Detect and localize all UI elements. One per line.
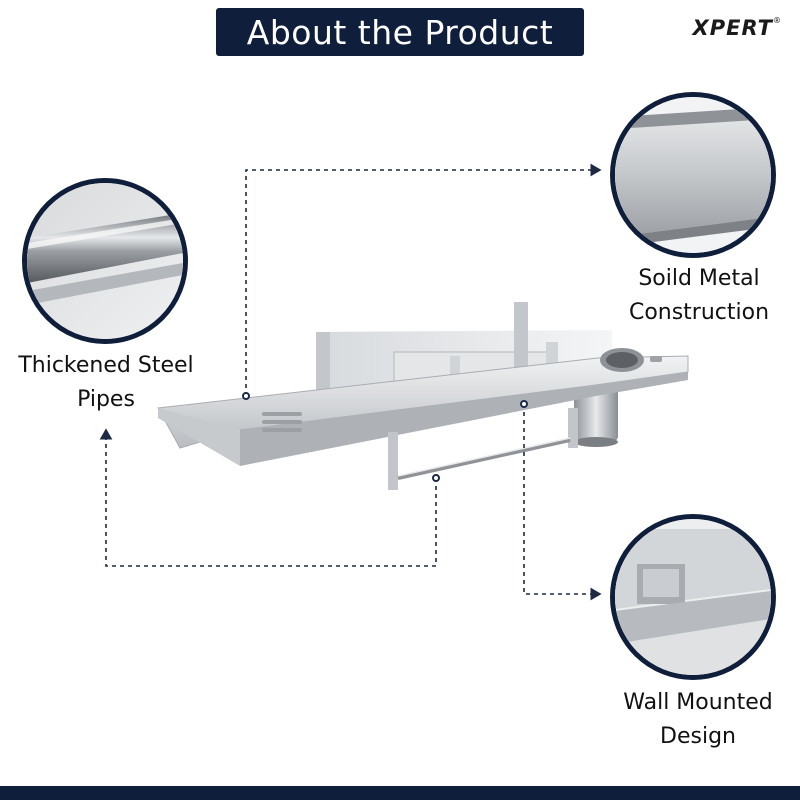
pipes-feature-label: Thickened Steel Pipes [0,349,212,417]
pipes-label-line2: Pipes [77,387,135,412]
brand-name: XPERT [692,16,773,40]
footer-bar [0,786,800,800]
connector-mount [523,404,602,601]
registered-mark: ® [773,16,782,25]
mount-detail-circle [610,514,776,680]
pipes-label-line1: Thickened Steel [18,353,194,378]
brand-logo: XPERT® [693,16,782,40]
construction-label-line2: Construction [628,300,770,325]
mount-closeup-image [615,519,771,675]
construction-label-line1: Soild Metal [638,266,760,291]
page-title-text: About the Product [246,12,554,52]
metal-detail-circle [610,92,776,258]
connector-lines [99,163,602,601]
metal-closeup-image [615,97,771,253]
mount-label-line1: Wall Mounted [623,690,773,715]
connector-pipes [99,428,437,567]
mount-feature-label: Wall Mounted Design [600,686,796,754]
towel-rod [388,408,578,490]
page-title: About the Product [216,8,584,56]
pipe-detail-circle [22,178,188,344]
connector-dots [242,392,528,482]
shelf-plate [157,348,689,466]
construction-feature-label: Soild Metal Construction [604,262,794,330]
pipe-closeup-image [27,183,183,339]
connector-metal [245,163,602,396]
mount-label-line2: Design [660,724,736,749]
